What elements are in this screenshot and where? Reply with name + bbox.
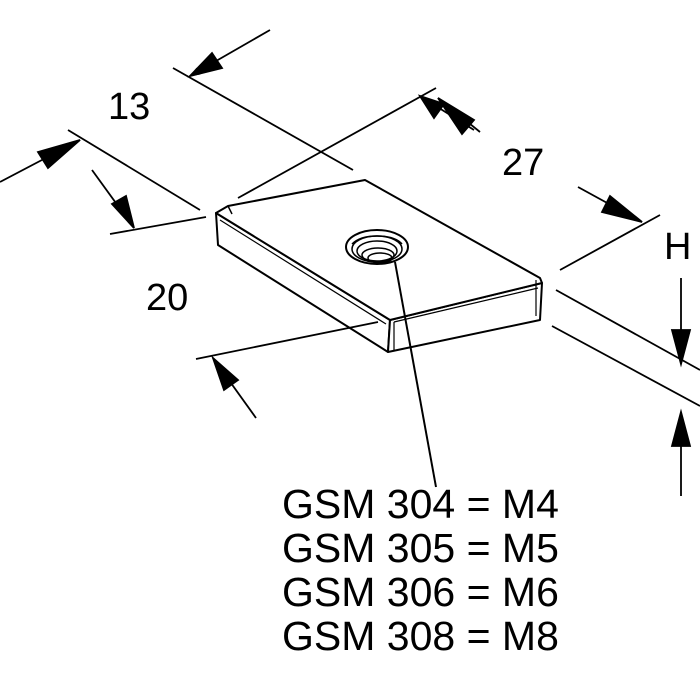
model-item: GSM 308 = M8 — [282, 613, 559, 659]
threaded-hole — [345, 229, 409, 265]
dimension-27 — [437, 97, 661, 271]
dimension-13 — [172, 29, 475, 199]
dimension-label-h: H — [664, 226, 692, 268]
dimension-20 — [0, 129, 379, 419]
chamfer-line — [227, 205, 233, 215]
dimension-label-13: 13 — [108, 86, 151, 128]
leader-line — [394, 261, 437, 488]
model-list: GSM 304 = M4 GSM 305 = M5 GSM 306 = M6 G… — [282, 482, 559, 658]
edge-line — [393, 287, 539, 323]
dimension-h — [551, 278, 700, 496]
plate — [215, 179, 543, 353]
model-item: GSM 304 = M4 — [282, 481, 559, 527]
dimension-label-27: 27 — [502, 142, 545, 184]
edge-line — [219, 219, 387, 325]
model-item: GSM 306 = M6 — [282, 569, 559, 615]
model-item: GSM 305 = M5 — [282, 525, 559, 571]
dimension-label-20: 20 — [146, 277, 189, 319]
